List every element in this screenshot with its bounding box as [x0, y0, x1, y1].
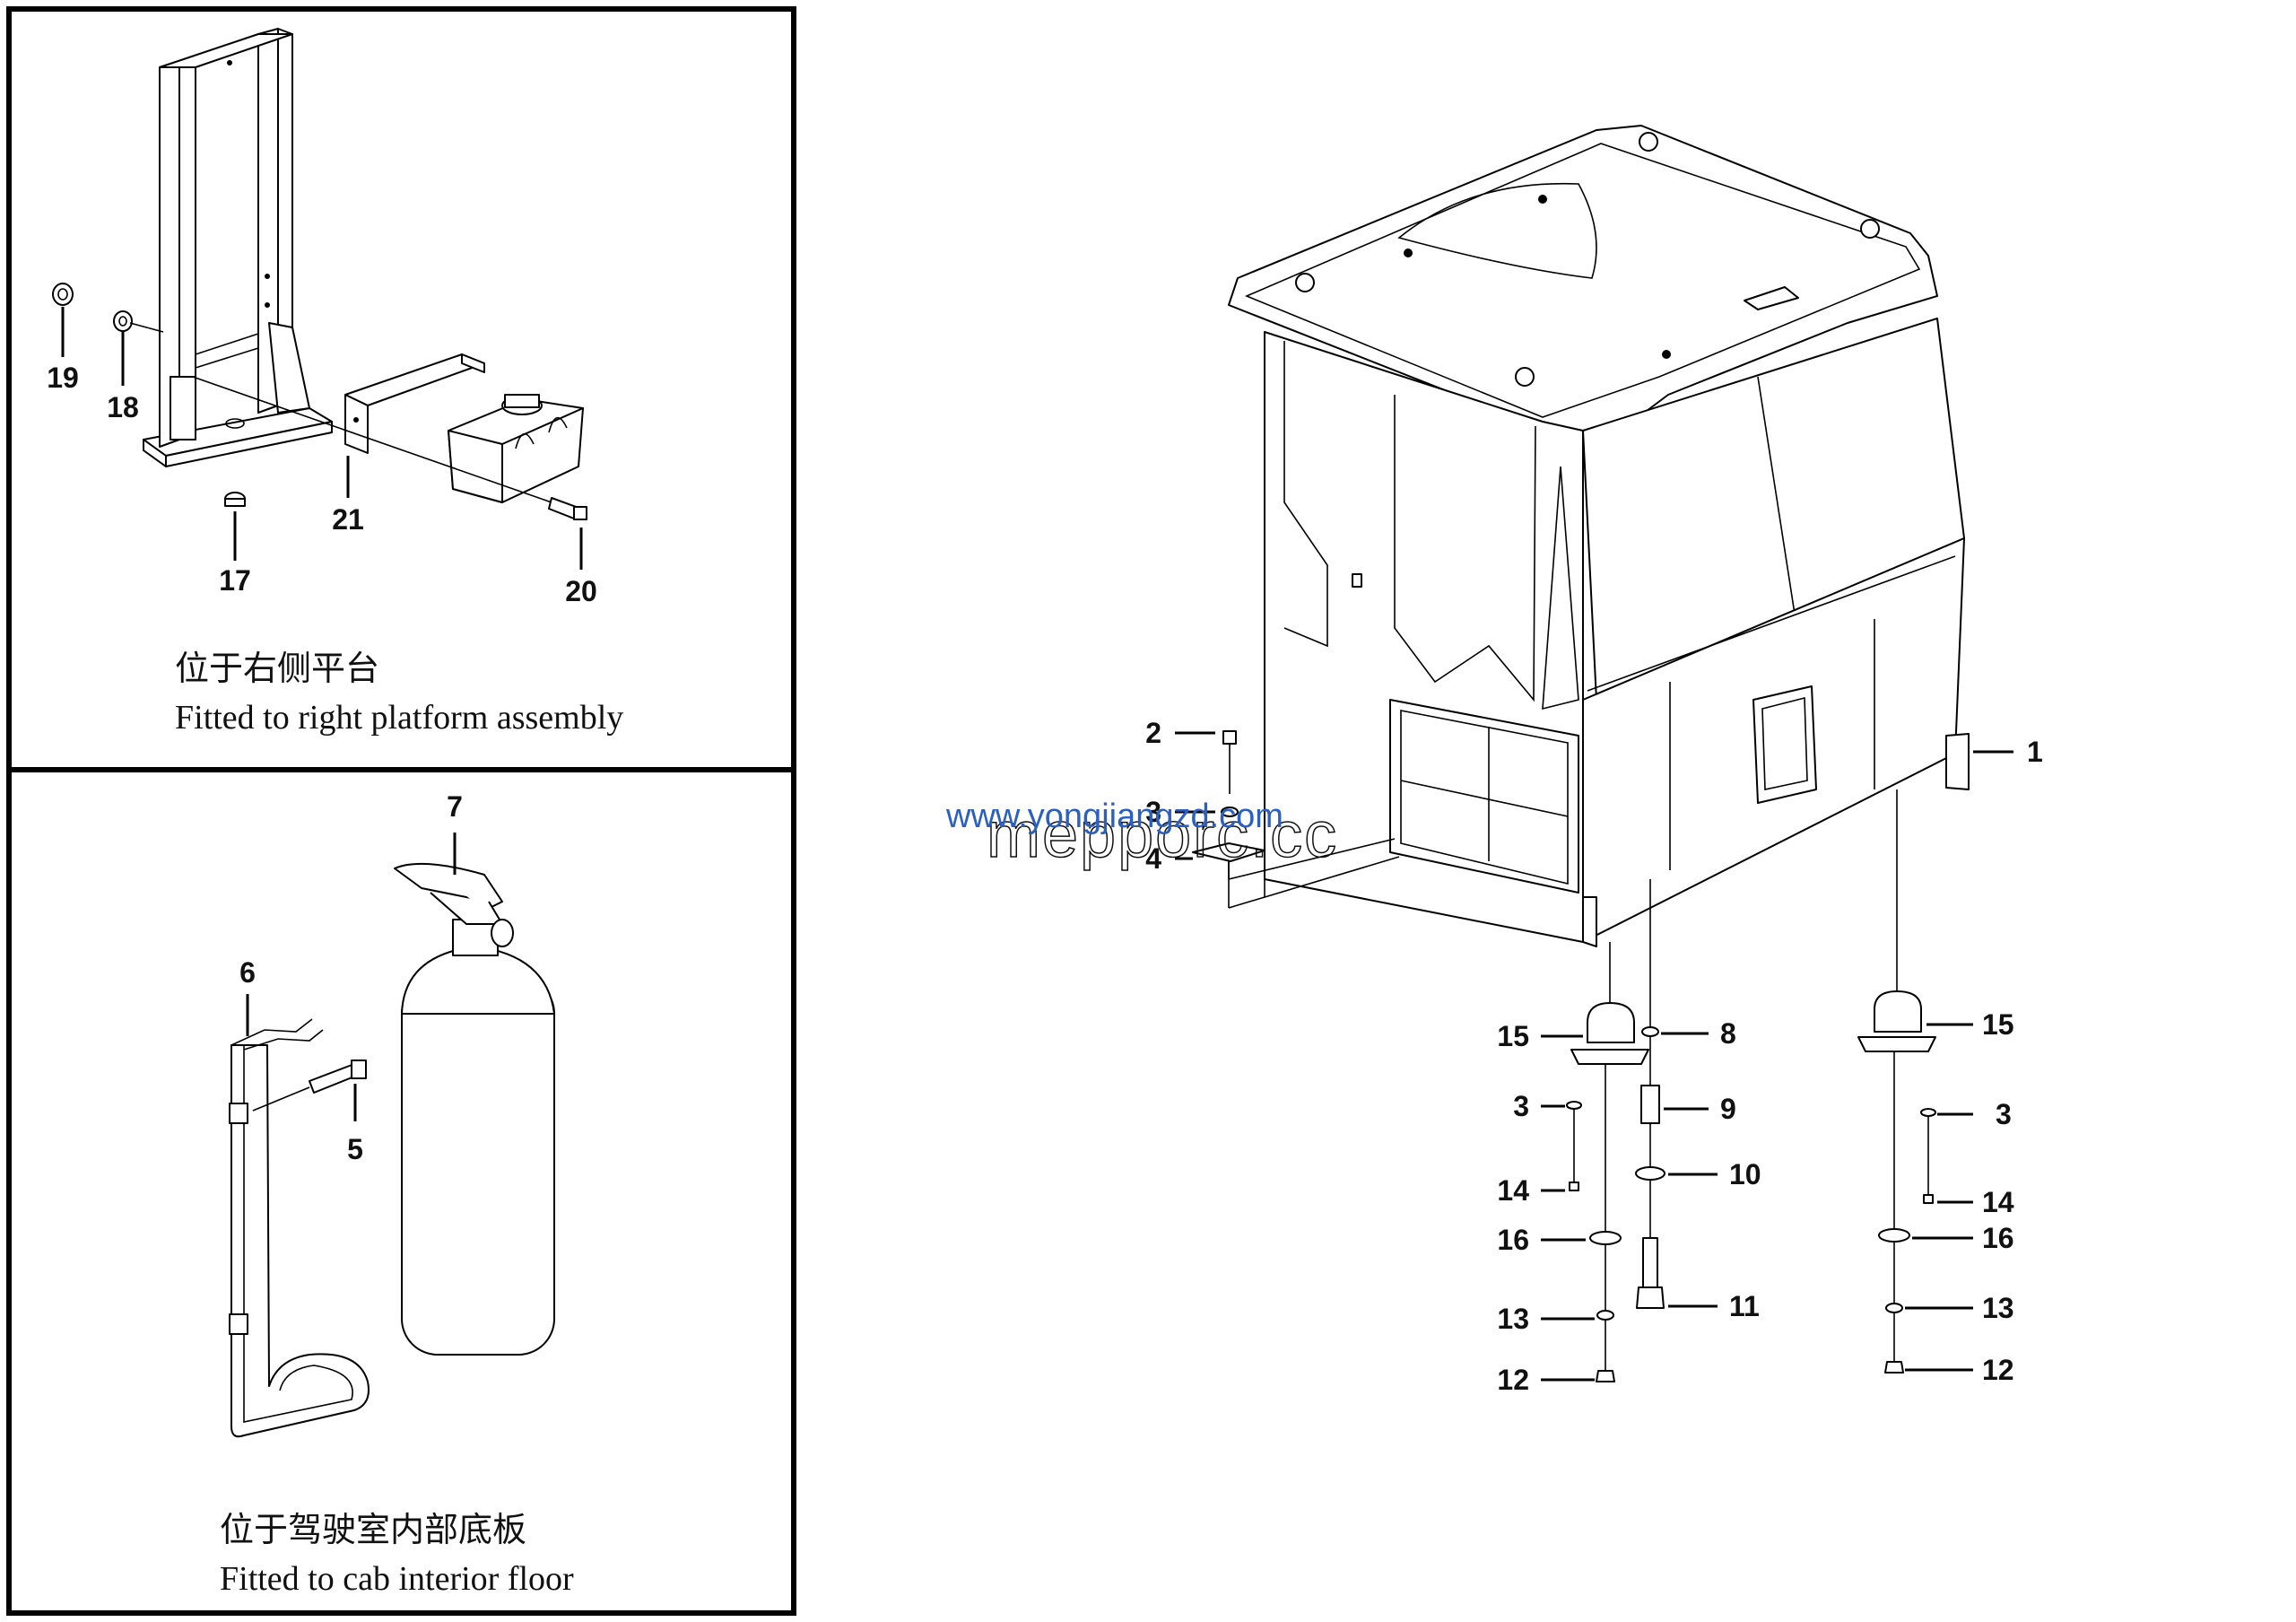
- callout-12-right: 12: [1982, 1354, 2014, 1386]
- bolt-5: [252, 1060, 367, 1112]
- callout-15-left: 15: [1497, 1020, 1529, 1052]
- callout-5: 5: [347, 1133, 363, 1165]
- callout-16-left: 16: [1497, 1224, 1529, 1256]
- caption-en-cab-floor: Fitted to cab interior floor: [220, 1560, 574, 1598]
- callout-3-left: 3: [1513, 1090, 1529, 1122]
- callout-3-right: 3: [1996, 1098, 2012, 1130]
- reservoir-tank: [448, 394, 584, 503]
- callout-12-left: 12: [1497, 1364, 1529, 1396]
- cover-plate-4: [1192, 838, 1400, 909]
- callout-8: 8: [1720, 1017, 1736, 1050]
- callout-13-right: 13: [1982, 1292, 2014, 1324]
- callout-1: 1: [2027, 736, 2043, 768]
- callout-6: 6: [239, 956, 256, 989]
- callout-11: 11: [1729, 1290, 1760, 1322]
- callout-13-left: 13: [1497, 1303, 1529, 1335]
- callout-14-left: 14: [1497, 1174, 1529, 1207]
- callout-4: 4: [1145, 842, 1161, 875]
- callout-18: 18: [107, 391, 139, 423]
- bracket-stand: [143, 28, 333, 467]
- washer-19-18: [52, 283, 164, 333]
- callout-10: 10: [1729, 1158, 1761, 1190]
- mount-assembly-left: [1566, 942, 1649, 1382]
- caption-cn-right-platform: 位于右侧平台: [175, 649, 379, 688]
- callout-15-right: 15: [1982, 1008, 2014, 1041]
- mount-assembly-right: [1857, 789, 1936, 1373]
- callout-7: 7: [447, 790, 463, 823]
- callout-21: 21: [332, 503, 364, 536]
- callout-17: 17: [219, 564, 251, 597]
- spacer-bolt-assembly: [1635, 879, 1665, 1309]
- nut-17: [224, 492, 246, 507]
- watermark-brand: mepporc.cc: [987, 799, 1338, 871]
- caption-en-right-platform: Fitted to right platform assembly: [175, 699, 623, 737]
- mounting-plate-21: [344, 353, 485, 454]
- panel-cab-floor-frame: [6, 767, 796, 1616]
- callout-9: 9: [1720, 1093, 1736, 1125]
- callout-20: 20: [565, 575, 597, 607]
- watermark-url: www.yongjiangzd.com: [945, 798, 1283, 835]
- bolt-2: [1221, 730, 1239, 817]
- caption-cn-cab-floor: 位于驾驶室内部底板: [220, 1510, 526, 1549]
- callout-2: 2: [1145, 717, 1161, 749]
- callout-14-right: 14: [1982, 1186, 2014, 1218]
- cab-body: [1228, 125, 1970, 947]
- callout-3-top: 3: [1145, 796, 1161, 828]
- callout-19: 19: [47, 362, 79, 394]
- bolt-20: [192, 376, 587, 520]
- fire-extinguisher-7: [394, 862, 555, 1356]
- callout-16-right: 16: [1982, 1222, 2014, 1254]
- extinguisher-bracket-6: [229, 1018, 370, 1438]
